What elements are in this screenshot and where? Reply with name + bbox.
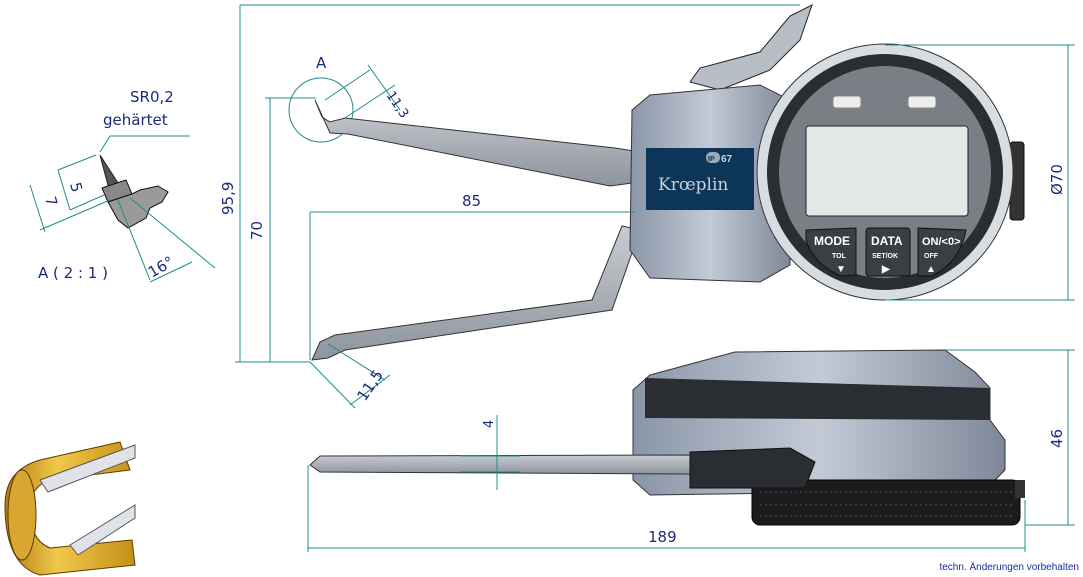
svg-text:MODE: MODE [814,234,850,248]
dim-depth: 85 [462,192,481,210]
brand-plate [646,148,754,210]
detail-scale-label: A ( 2 : 1 ) [38,264,108,282]
button-mode[interactable]: MODE TOL ▼ [805,227,857,277]
lcd-display [805,125,969,217]
ip-label: IP [708,156,715,163]
svg-text:▶: ▶ [881,264,891,275]
svg-text:DATA: DATA [871,234,903,248]
detail-a-circle [288,77,354,143]
button-data[interactable]: DATA SET/OK ▶ [865,227,911,277]
svg-text:TOL: TOL [832,253,847,260]
gauge-top-view: A IP 67 Krœplin MODE TOL ▼ DATA SET/OK ▶ [288,4,1025,361]
svg-text:▼: ▼ [836,264,846,275]
dim-dial-diameter: Ø70 [1048,164,1066,195]
brand-logo: Krœplin [658,175,728,195]
dim-7: 7 [41,194,61,208]
svg-text:SET/OK: SET/OK [872,253,898,260]
dim-thickness: 46 [1048,429,1066,448]
svg-text:OFF: OFF [924,253,939,260]
dim-overall-height: 95,9 [219,182,237,215]
gauge-side-view [309,349,1025,526]
dim-overall-length: 189 [648,528,677,546]
dimension-lines: 95,9 70 85 11,3 11,5 Ø70 46 4 189 [219,4,1075,552]
svg-text:▲: ▲ [926,264,936,275]
application-illustration [4,441,136,576]
dim-jaw-height: 70 [248,221,266,240]
ip-badge [706,152,720,163]
hardened-label: gehärtet [103,111,168,129]
svg-text:ON/<0>: ON/<0> [922,236,961,248]
detail-a-view: SR0,2 gehärtet 5 7 16° A ( 2 : 1 ) [29,88,216,283]
dim-5: 5 [66,180,86,194]
detail-a-ref: A [316,54,327,72]
tip-radius-label: SR0,2 [130,88,174,106]
button-on-off[interactable]: ON/<0> OFF ▲ [917,227,967,277]
dim-tip-lower: 11,5 [353,366,387,404]
dim-tip-upper: 11,3 [383,89,412,121]
dim-arm-thickness: 4 [482,420,497,428]
ip-rating: 67 [721,154,733,165]
angle-16: 16° [145,253,177,282]
footer-note: techn. Änderungen vorbehalten [939,562,1079,573]
